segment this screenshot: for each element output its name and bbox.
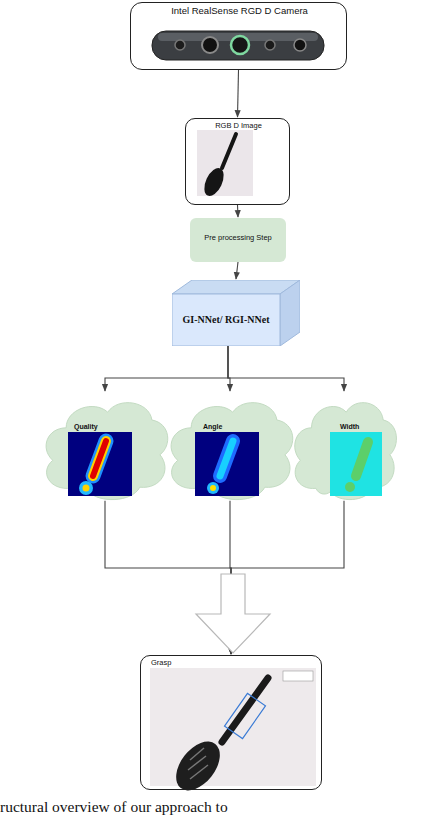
- node-label: Intel RealSense RGD D Camera: [171, 6, 308, 17]
- flow-connector: [105, 501, 231, 654]
- flow-connector: [105, 346, 228, 391]
- cloud-outline: [288, 392, 400, 504]
- flow-connector: [238, 70, 239, 117]
- process-box: Intel RealSense RGD D Camera: [130, 2, 347, 70]
- output-cloud: Quality: [38, 392, 172, 504]
- width-heatmap: [330, 432, 382, 496]
- node-label: Angle: [195, 423, 259, 431]
- rgbd-photo: [197, 130, 253, 199]
- flow-connector: [228, 346, 344, 391]
- output-cloud: Width: [288, 392, 400, 504]
- angle-heatmap: [195, 432, 259, 496]
- node-label: Pre processing Step: [194, 234, 282, 243]
- cloud-outline: [38, 392, 172, 504]
- cube-outline: [172, 280, 300, 346]
- node-label: Width: [330, 423, 382, 431]
- grasp-photo: [150, 668, 316, 799]
- node-label: RGB D Image: [191, 122, 286, 131]
- output-cloud: Angle: [163, 392, 297, 504]
- flow-connector: [237, 205, 239, 217]
- flow-connector: [236, 262, 238, 279]
- network-block: GI-NNet/ RGI-NNet: [172, 280, 300, 346]
- node-label: Quality: [68, 423, 132, 431]
- quality-heatmap: [68, 432, 132, 496]
- flow-connector: [231, 501, 344, 654]
- node-label: Grasp: [151, 659, 251, 668]
- cloud-outline: [163, 392, 297, 504]
- process-box: Grasp: [140, 655, 322, 790]
- figure-caption: ructural overview of our approach to: [0, 798, 436, 816]
- flow-connector: [228, 346, 230, 391]
- camera-illustration: [152, 31, 324, 60]
- flow-connector: [230, 501, 231, 654]
- node-label: GI-NNet/ RGI-NNet: [172, 294, 280, 346]
- process-box: RGB D Image: [185, 118, 290, 205]
- process-box: Pre processing Step: [190, 218, 286, 262]
- merge-arrow: [196, 574, 270, 653]
